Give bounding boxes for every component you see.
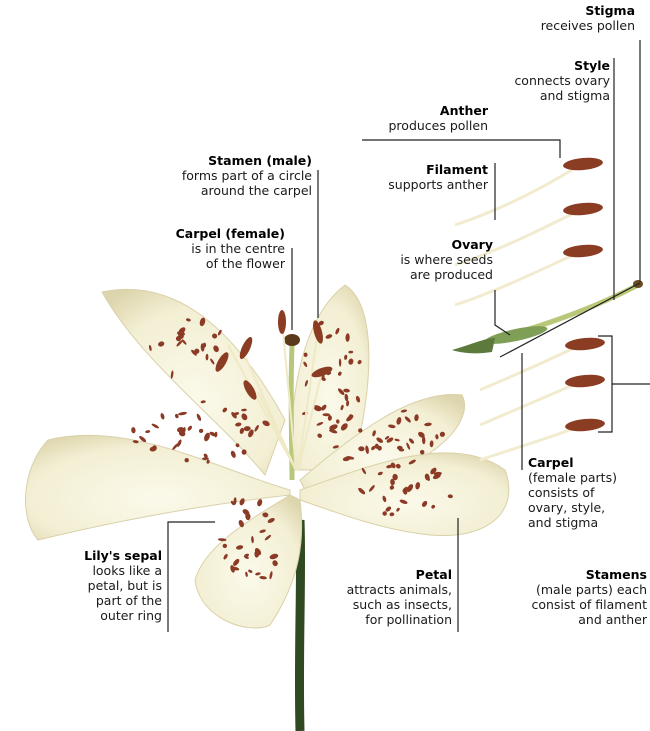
detached-sepal-base [452,338,495,353]
label-sepal-title: Lily's sepal [38,548,162,563]
label-filament: Filament supports anther [330,162,488,192]
label-carpel-parts-desc-2: consists of [528,485,650,500]
petal-spot [256,498,263,507]
label-carpel-parts-desc-4: and stigma [528,515,650,530]
label-sepal-desc-3: part of the [38,593,162,608]
leader-anther [362,140,560,158]
detached-stamens-lower [480,336,605,460]
label-carpel-female-desc-2: of the flower [120,256,285,271]
label-stigma-desc-1: receives pollen [470,18,635,33]
label-sepal-desc-1: looks like a [38,563,162,578]
label-filament-desc-1: supports anther [330,177,488,192]
petal-spot [304,353,308,357]
petal-spot [131,427,136,434]
label-carpel-female: Carpel (female) is in the centre of the … [120,226,285,271]
label-style-desc-1: connects ovary [450,73,610,88]
label-ovary-desc-1: is where seeds [330,252,493,267]
leader-stamens-bracket [598,336,650,432]
label-stamens-parts: Stamens (male parts) each consist of fil… [480,567,647,627]
label-carpel-parts-title: Carpel [528,455,650,470]
label-sepal: Lily's sepal looks like a petal, but is … [38,548,162,623]
label-sepal-desc-4: outer ring [38,608,162,623]
label-carpel-parts-desc-1: (female parts) [528,470,650,485]
label-ovary: Ovary is where seeds are produced [330,237,493,282]
label-ovary-title: Ovary [330,237,493,252]
detached-anther [563,156,604,171]
label-anther-desc-1: produces pollen [330,118,488,133]
petal-spot [145,430,151,434]
label-ovary-desc-2: are produced [330,267,493,282]
label-stamens-parts-desc-2: consist of filament [480,597,647,612]
label-petal-desc-2: such as insects, [300,597,452,612]
label-carpel-parts: Carpel (female parts) consists of ovary,… [528,455,650,530]
label-petal-title: Petal [300,567,452,582]
label-filament-title: Filament [330,162,488,177]
label-petal-desc-3: for pollination [300,612,452,627]
label-petal: Petal attracts animals, such as insects,… [300,567,452,627]
label-stamen-male-desc-2: around the carpel [120,183,312,198]
label-carpel-parts-desc-3: ovary, style, [528,500,650,515]
petal-spot [198,428,203,433]
label-petal-desc-1: attracts animals, [300,582,452,597]
label-stamen-male-title: Stamen (male) [120,153,312,168]
anther-on-flower [278,310,286,334]
label-carpel-female-title: Carpel (female) [120,226,285,241]
flower-stigma [284,334,300,346]
anther-on-flower [237,335,254,360]
petal-spot [230,450,237,459]
label-anther-title: Anther [330,103,488,118]
petal-spot [187,425,193,432]
petal-spot [151,423,160,430]
label-style-title: Style [450,58,610,73]
petal-spot [214,432,217,438]
petal-spot [160,413,165,420]
petal-spot [196,413,202,421]
label-stamen-male-desc-1: forms part of a circle [120,168,312,183]
label-stigma: Stigma receives pollen [470,3,635,33]
label-stigma-title: Stigma [470,3,635,18]
petal-spot [178,411,187,416]
label-stamens-parts-desc-1: (male parts) each [480,582,647,597]
label-style: Style connects ovary and stigma [450,58,610,103]
label-style-desc-2: and stigma [450,88,610,103]
leader-ovary [495,290,510,335]
label-sepal-desc-2: petal, but is [38,578,162,593]
label-stamens-parts-desc-3: and anther [480,612,647,627]
label-stamens-parts-title: Stamens [480,567,647,582]
label-anther: Anther produces pollen [330,103,488,133]
petal-spot [185,458,189,462]
label-stamen-male: Stamen (male) forms part of a circle aro… [120,153,312,198]
label-carpel-female-desc-1: is in the centre [120,241,285,256]
